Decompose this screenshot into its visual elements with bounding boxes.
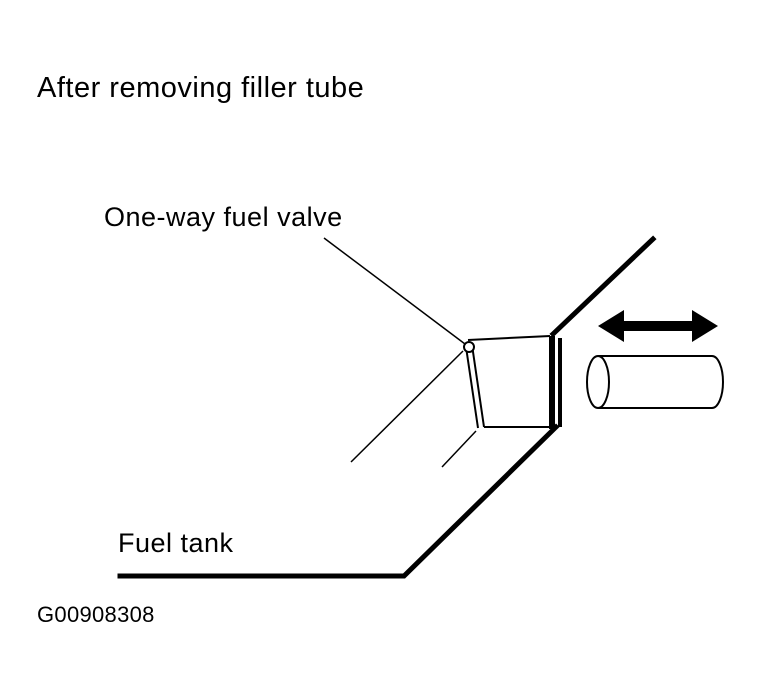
one-way-fuel-valve-label: One-way fuel valve — [104, 202, 343, 232]
filler-neck-flange — [549, 336, 562, 429]
one-way-fuel-valve — [463, 335, 551, 429]
fuel-tank-upper-wall — [549, 235, 657, 338]
valve-leader-line — [323, 237, 466, 345]
fuel-tank-bottom-wall — [117, 423, 560, 579]
filler-tube-icon — [586, 355, 724, 409]
valve-pivot-point — [463, 341, 475, 353]
cut-lines — [350, 350, 477, 468]
diagram-title: After removing filler tube — [37, 72, 365, 104]
double-arrow-icon — [598, 310, 718, 342]
fuel-tank-outline — [117, 235, 657, 579]
fuel-tank-label: Fuel tank — [118, 528, 234, 558]
figure-id: G00908308 — [37, 602, 155, 627]
